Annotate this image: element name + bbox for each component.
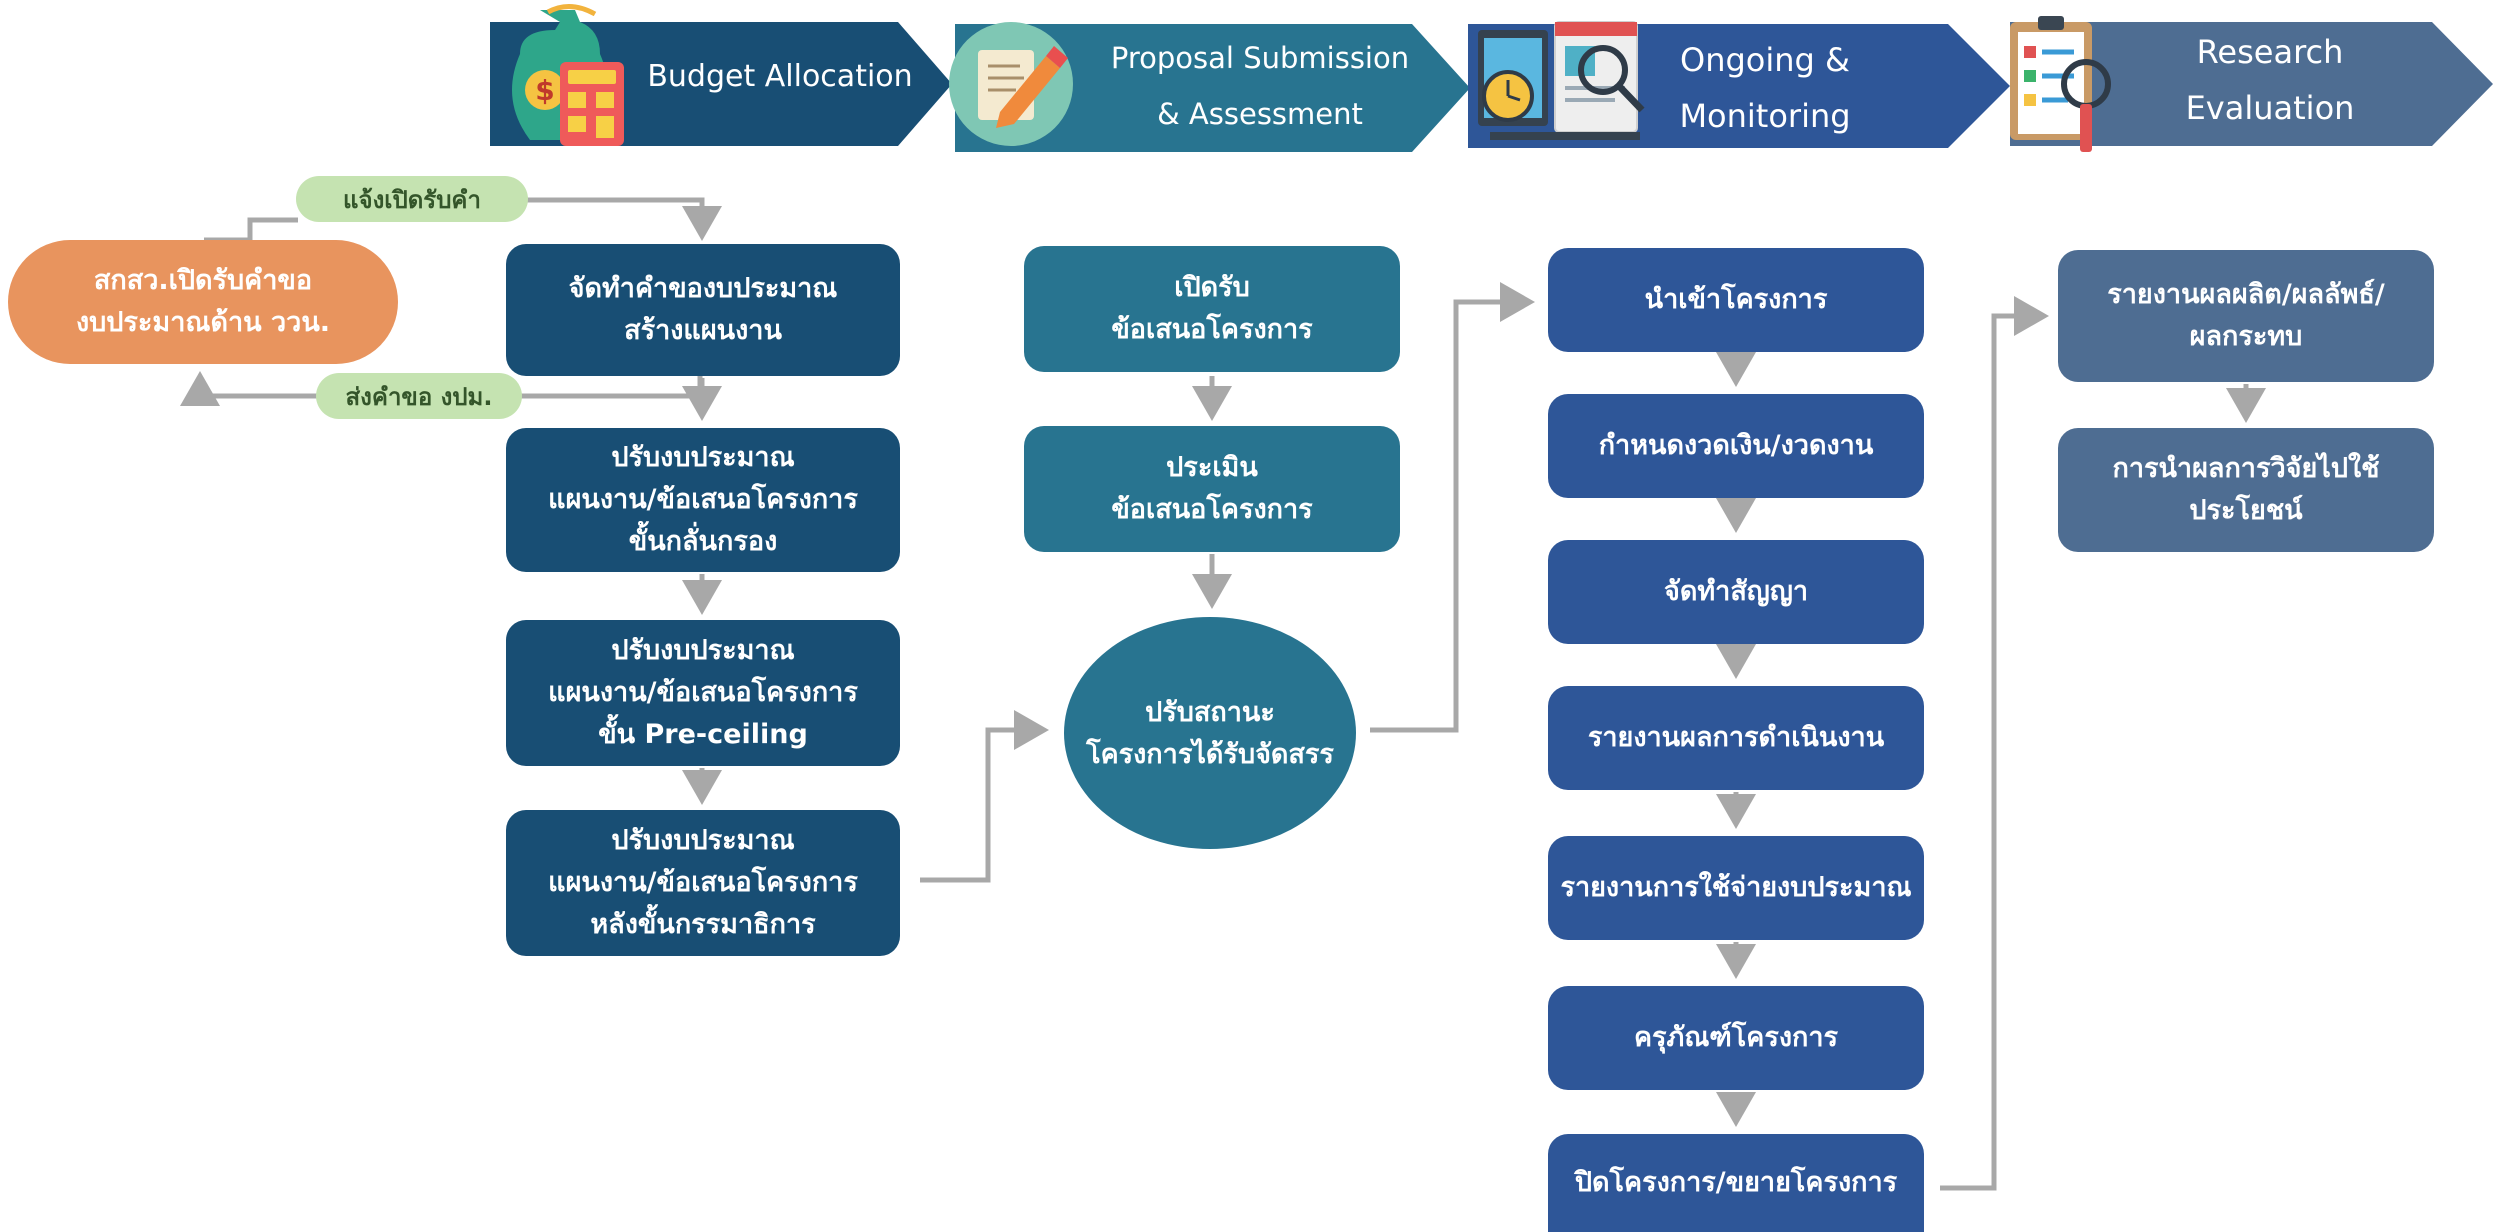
document-pencil-icon xyxy=(949,22,1073,146)
connector-ongoing-research xyxy=(1940,296,2049,1191)
research-step-2: การนำผลการวิจัยไปใช้ ประโยชน์ xyxy=(2058,428,2434,552)
header-ongoing-label: Ongoing & Monitoring xyxy=(1679,41,1851,135)
origin-node: สกสว.เปิดรับคำขอ งบประมาณด้าน ววน. xyxy=(8,240,398,364)
connector-proposal-ongoing xyxy=(1370,282,1535,733)
connector-send xyxy=(520,376,703,399)
connector-send-return xyxy=(180,371,318,406)
monitor-clock-magnifier-icon xyxy=(1478,21,1645,140)
header-budget-label: Budget Allocation xyxy=(647,59,913,94)
money-bag-calculator-icon: $ xyxy=(512,4,624,146)
proposal-step-1: เปิดรับ ข้อเสนอโครงการ xyxy=(1024,246,1400,372)
send-tag: ส่งคำขอ งปม. xyxy=(316,373,522,419)
header-banner-proposal xyxy=(955,24,1470,152)
proposal-step-3: ปรับสถานะ โครงการได้รับจัดสรร xyxy=(1086,697,1334,770)
connector-budget-proposal xyxy=(920,710,1049,883)
header-proposal-label: Proposal Submission & Assessment xyxy=(1110,41,1410,131)
budget-step-2: ปรับงบประมาณ แผนงาน/ข้อเสนอโครงการ ขั้นก… xyxy=(506,428,900,572)
research-step-1: รายงานผลผลิต/ผลลัพธ์/ ผลกระทบ xyxy=(2058,250,2434,382)
ongoing-step-2: กำหนดงวดเงิน/งวดงาน xyxy=(1548,394,1924,498)
budget-step-1: จัดทำคำของบประมาณ สร้างแผนงาน xyxy=(506,244,900,376)
ongoing-step-3: จัดทำสัญญา xyxy=(1548,540,1924,644)
ongoing-step-6: ครุภัณฑ์โครงการ xyxy=(1548,986,1924,1090)
connector-notify xyxy=(524,197,722,241)
ongoing-step-4: รายงานผลการดำเนินงาน xyxy=(1548,686,1924,790)
proposal-step-2: ประเมิน ข้อเสนอโครงการ xyxy=(1024,426,1400,552)
connector-origin-notify xyxy=(204,217,298,243)
ongoing-step-7: ปิดโครงการ/ขยายโครงการ xyxy=(1548,1134,1924,1232)
budget-step-4: ปรับงบประมาณ แผนงาน/ข้อเสนอโครงการ หลังข… xyxy=(506,810,900,956)
proposal-step-3-shape xyxy=(1064,617,1356,849)
budget-step-3: ปรับงบประมาณ แผนงาน/ข้อเสนอโครงการ ขั้น … xyxy=(506,620,900,766)
ongoing-step-5: รายงานการใช้จ่ายงบประมาณ xyxy=(1548,836,1924,940)
header-research-label: Research Evaluation xyxy=(2185,33,2355,127)
svg-text:$: $ xyxy=(535,74,554,107)
header-banner-research xyxy=(2010,22,2493,146)
clipboard-checklist-icon xyxy=(2010,16,2111,152)
ongoing-step-1: นำเข้าโครงการ xyxy=(1548,248,1924,352)
notify-tag: แจ้งเปิดรับคำ xyxy=(296,176,528,222)
